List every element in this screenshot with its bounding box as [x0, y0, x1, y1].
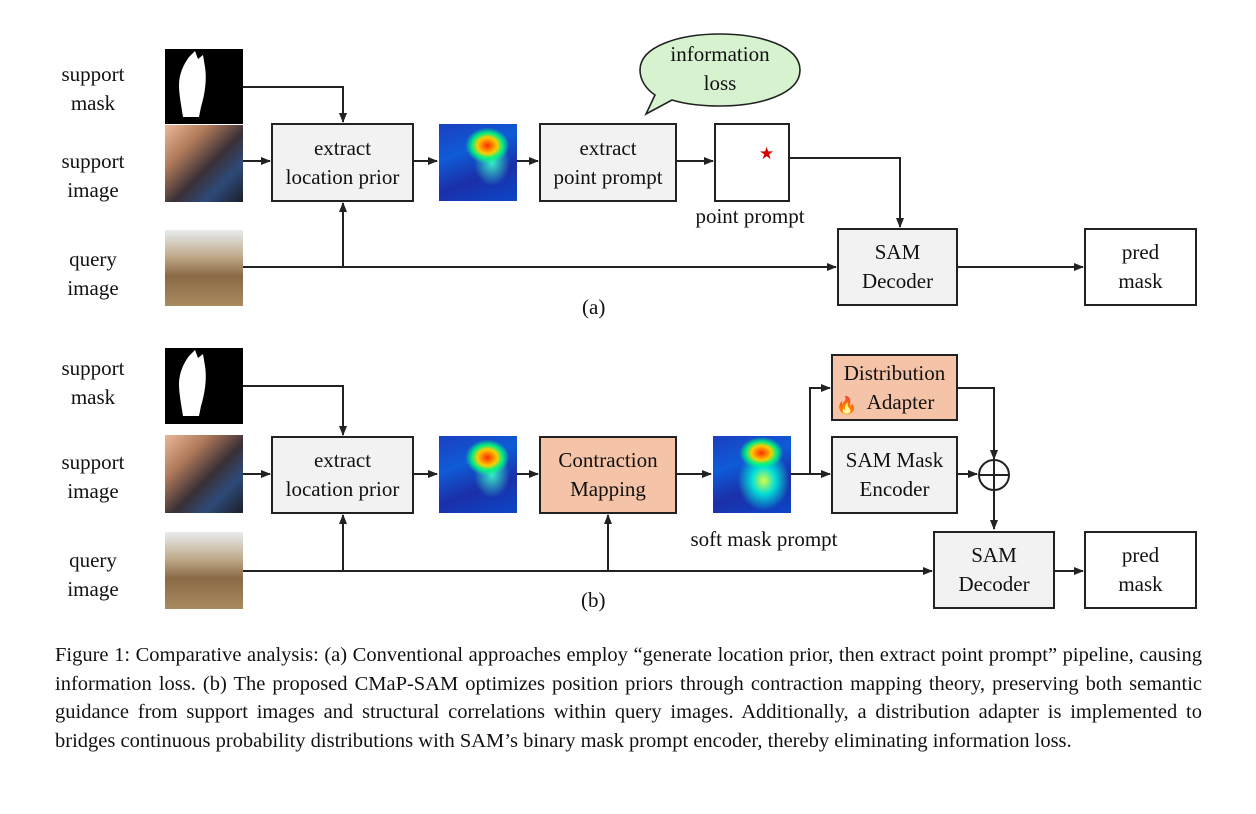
support-photo-a — [165, 125, 243, 202]
star-icon: ★ — [759, 144, 775, 163]
arrow-b-adapter-to-plus — [958, 387, 998, 460]
query-photo-a — [165, 230, 243, 306]
horse-mask-icon — [179, 51, 206, 117]
heatmap-b-soft — [713, 436, 791, 513]
arrow-b-heat-to-adapter — [809, 384, 831, 474]
part-label-b: (b) — [581, 588, 606, 612]
flame-icon: 🔥 — [836, 396, 858, 415]
circle-plus-icon — [978, 459, 1010, 491]
arrow-a-prompt-to-decoder — [790, 157, 904, 228]
horse-mask-icon — [179, 350, 206, 416]
part-label-a: (a) — [582, 295, 606, 319]
point-prompt-box — [714, 123, 790, 202]
heatmap-b-prior — [439, 436, 517, 513]
support-mask-image-a — [165, 49, 243, 124]
info-loss-bubble — [639, 33, 801, 116]
arrow-b-mask-to-extract — [243, 385, 347, 436]
support-photo-b — [165, 435, 243, 513]
arrow-a-mask-to-extract — [243, 86, 347, 123]
point-prompt-label: point prompt — [695, 204, 805, 228]
soft-mask-prompt-label: soft mask prompt — [690, 527, 838, 551]
support-mask-image-b — [165, 348, 243, 424]
figure-caption: Figure 1: Comparative analysis: (a) Conv… — [55, 644, 1202, 752]
heatmap-a — [439, 124, 517, 201]
query-photo-b — [165, 532, 243, 609]
